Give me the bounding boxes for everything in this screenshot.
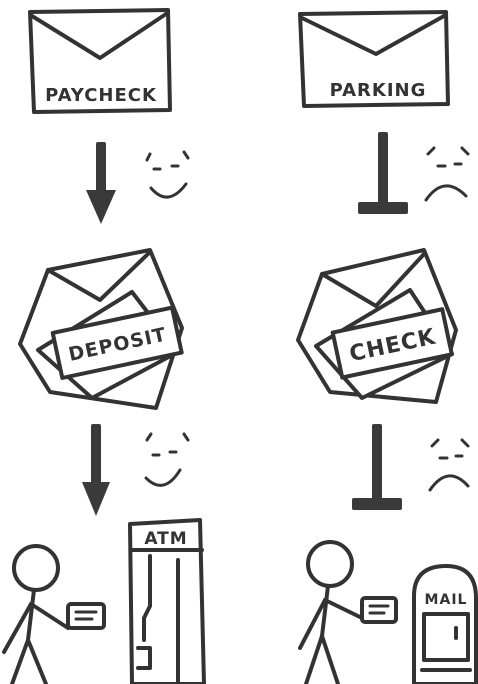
down-arrow-icon (86, 142, 116, 224)
happy-face-icon (146, 434, 188, 485)
happy-face-icon (147, 152, 188, 197)
atm-machine: ATM (130, 520, 204, 684)
stick-figure-right (300, 542, 396, 684)
paycheck-label: PAYCHECK (45, 85, 157, 106)
sad-face-icon (430, 440, 468, 490)
paycheck-envelope: PAYCHECK (30, 10, 170, 112)
parking-envelope: PARKING (300, 12, 448, 106)
mail-label: MAIL (425, 592, 468, 608)
down-arrow-icon (82, 424, 110, 516)
mailbox: MAIL (414, 566, 476, 684)
atm-label: ATM (144, 529, 187, 549)
sad-face-icon (426, 148, 468, 200)
blocked-icon (352, 424, 402, 510)
deposit-card-icon (68, 604, 104, 628)
deposit-check-bundle: DEPOSIT (20, 250, 182, 408)
parking-label: PARKING (330, 80, 427, 101)
blocked-icon (358, 132, 408, 214)
check-bundle: CHECK (298, 250, 456, 402)
check-card-icon (362, 598, 396, 622)
stick-figure-left (4, 546, 104, 684)
